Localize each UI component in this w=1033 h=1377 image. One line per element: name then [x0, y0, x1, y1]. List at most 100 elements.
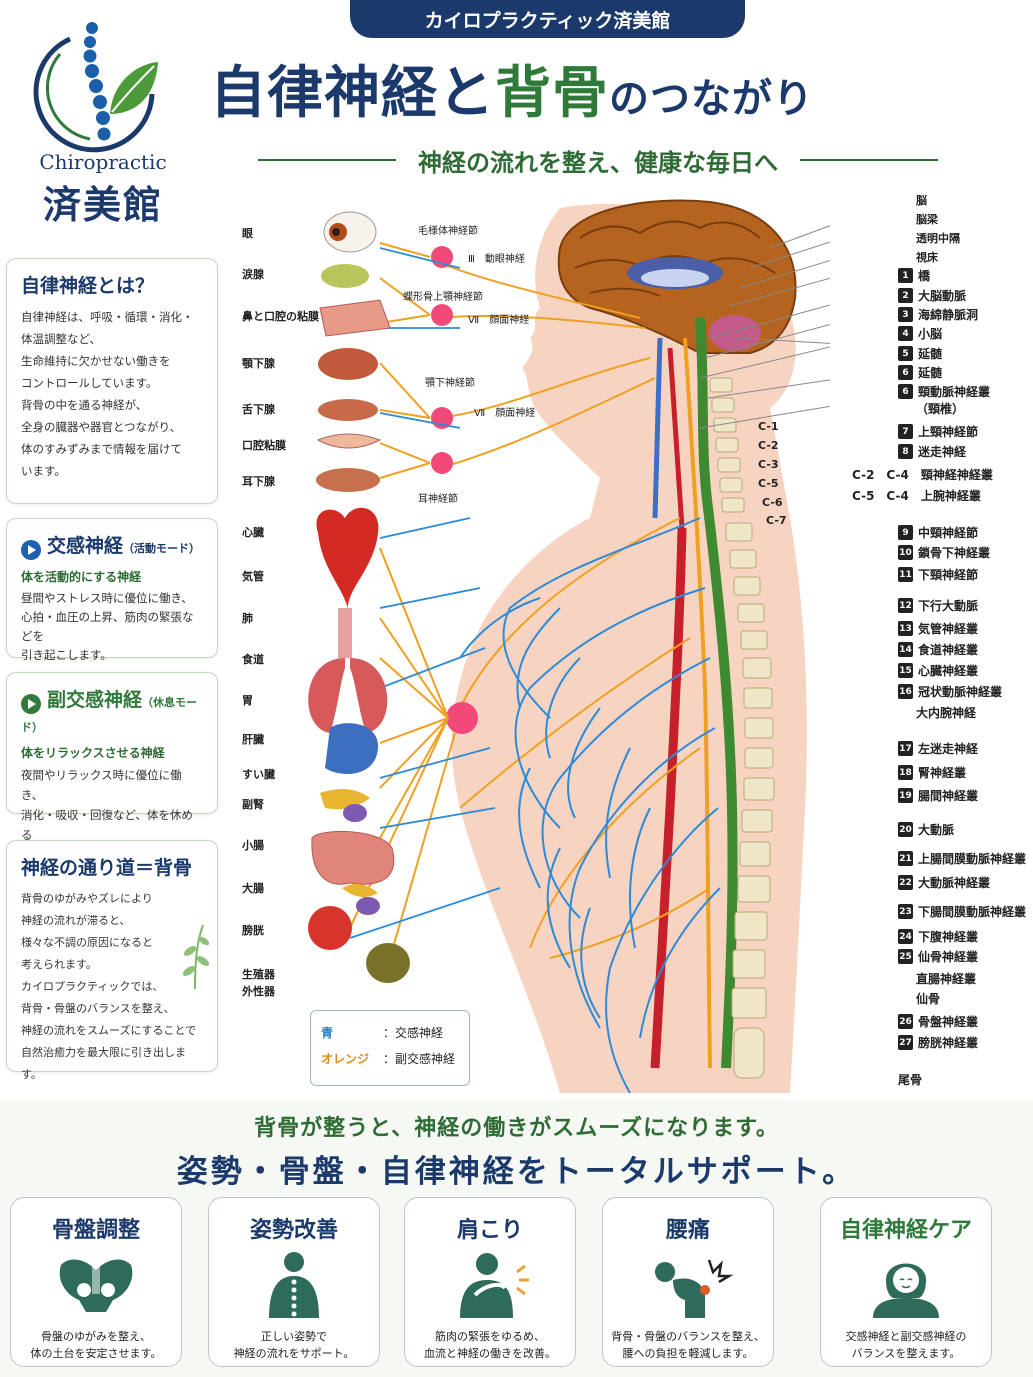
label-text: 上腸間膜動脈神経叢	[918, 852, 1027, 866]
service-card-lower-back[interactable]: 腰痛 背骨・骨盤のバランスを整え、 腰への負担を軽減します。	[602, 1197, 774, 1367]
label-text: 骨盤神経叢	[918, 1015, 979, 1029]
service-card-posture[interactable]: 姿勢改善 正しい姿勢で 神経の流れをサポート。	[208, 1197, 380, 1367]
info-card-sympathetic: 交感神経（活動モード） 体を活動的にする神経 昼間やストレス時に優位に働き、 心…	[6, 518, 218, 662]
label-text: 延髄	[918, 366, 943, 380]
plexus-label-cervical: C-2 C-4 頸神経神経叢	[852, 468, 993, 482]
label-number: 27	[898, 1035, 913, 1050]
vertebra-label-c1: C-1	[758, 420, 779, 433]
organ-label-eye: 眼	[242, 227, 253, 240]
info-card-parasympathetic: 副交感神経（休息モード） 体をリラックスさせる神経 夜間やリラックス時に優位に働…	[6, 672, 218, 862]
label-number: 24	[898, 929, 913, 944]
title-part4: のつながり	[609, 75, 814, 122]
nerve-legend: 青：交感神経 オレンジ：副交感神経	[310, 1010, 470, 1086]
right-label-splanchnic: 大内腕神経	[916, 704, 976, 721]
label-text: 大脳動脈	[918, 289, 967, 303]
right-label-rectal: 直腸神経叢	[916, 970, 976, 987]
label-oculomotor: Ⅲ 動眼神経	[468, 254, 525, 265]
label-text: 上頸神経節	[918, 425, 979, 439]
organ-label-large-intestine: 大腸	[242, 882, 264, 895]
title-part2: と	[438, 60, 495, 126]
service-card-autonomic-care[interactable]: 自律神経ケア 交感神経と副交感神経の バランスを整えます。	[820, 1197, 992, 1367]
legend-key-blue: 青	[321, 1025, 334, 1040]
label-ciliary-ganglion: 毛様体神経節	[418, 226, 478, 237]
right-label-coccyx: 尾骨	[898, 1071, 922, 1088]
label-text: 左迷走神経	[918, 742, 979, 756]
title-part1: 自律神経	[210, 60, 438, 126]
label-text: 橋	[918, 269, 931, 283]
organ-label-pancreas: すい臓	[242, 768, 275, 781]
right-label-24: 24 下腹神経叢	[898, 928, 978, 945]
label-text: 中頸神経節	[918, 526, 979, 540]
label-number: 6	[898, 365, 913, 380]
label-text: 大動脈神経叢	[918, 876, 991, 890]
label-text: （頸椎）	[916, 402, 965, 416]
label-text: 延髄	[918, 347, 943, 361]
right-label-27: 27 膀胱神経叢	[898, 1034, 978, 1051]
play-icon	[21, 694, 41, 714]
vertebra-label-c7: C-7	[766, 514, 787, 527]
organ-label-parotid: 耳下腺	[242, 475, 275, 488]
label-number: 19	[898, 788, 913, 803]
info-card-mode: （活動モード）	[123, 542, 201, 555]
vertebrae	[709, 377, 775, 1079]
label-text: 腎神経叢	[918, 766, 967, 780]
anatomy-illustration	[308, 199, 830, 1094]
info-card-mode: （休息モード）	[21, 696, 198, 734]
title-part3: 背骨	[495, 60, 609, 126]
subtitle-line-right	[800, 159, 938, 161]
label-text: 小脳	[918, 327, 943, 341]
label-text: 頸動脈神経叢	[918, 385, 991, 399]
logo-text: Chiropractic 済美館	[28, 150, 178, 229]
label-number: 2	[898, 288, 913, 303]
info-card-autonomic: 自律神経とは？ 自律神経は、呼吸・循環・消化・ 体温調整など、 生命維持に欠かせ…	[6, 258, 218, 504]
info-card-title: 神経の通り道＝背骨	[21, 857, 193, 879]
clinic-logo-icon	[33, 22, 158, 153]
service-title: 姿勢改善	[249, 1218, 338, 1243]
organs	[308, 211, 410, 983]
label-number: 12	[898, 598, 913, 613]
label-text: 大動脈	[918, 823, 955, 837]
back-pain-icon	[655, 1259, 734, 1318]
right-label-6a: 6 延髄	[898, 364, 942, 381]
info-card-sub: 体をリラックスさせる神経	[21, 746, 165, 760]
service-desc: 交感神経と副交感神経の バランスを整えます。	[845, 1330, 967, 1360]
vertebra-label-c2: C-2	[758, 439, 779, 452]
info-card-body: 昼間やストレス時に優位に働き、 心拍・血圧の上昇、筋肉の緊張などを 引き起こしま…	[21, 591, 194, 662]
organ-label-submandibular: 顎下腺	[242, 357, 275, 370]
legend-row-parasympathetic: オレンジ：副交感神経	[321, 1045, 459, 1071]
service-title: 自律神経ケア	[839, 1218, 972, 1243]
service-card-pelvis[interactable]: 骨盤調整 骨盤のゆがみを整え、 体の土台を安定させます。	[10, 1197, 182, 1367]
label-text: 仙骨神経叢	[918, 950, 979, 964]
info-card-title: 副交感神経	[47, 689, 143, 711]
tagline-2: 姿勢・骨盤・自律神経をトータルサポート。	[176, 1154, 857, 1190]
label-text: 迷走神経	[918, 445, 967, 459]
service-card-shoulder[interactable]: 肩こり 筋肉の緊張をゆるめ、 血流と神経の働きを改善。	[404, 1197, 576, 1367]
label-facial-nerve-2: Ⅶ 顔面神経	[474, 408, 536, 419]
label-number: 3	[898, 307, 913, 322]
label-text: 膀胱神経叢	[918, 1036, 979, 1050]
right-label-cervical: （頸椎）	[916, 400, 964, 417]
pelvis-icon	[59, 1259, 133, 1312]
label-number: 16	[898, 684, 913, 699]
label-text: 下腹神経叢	[918, 930, 979, 944]
label-text: 腸間神経叢	[918, 789, 979, 803]
organ-label-oral-mucosa: 口腔粘膜	[242, 439, 286, 452]
label-text: 鎖骨下神経叢	[918, 546, 991, 560]
label-text: 大内腕神経	[916, 706, 977, 720]
sympathetic-network	[459, 517, 721, 1094]
cerebellum	[709, 315, 761, 351]
info-card-title: 交感神経	[47, 535, 124, 557]
organ-label-small-intestine: 小腸	[242, 839, 264, 852]
organ-label-trachea: 気管	[242, 570, 264, 583]
